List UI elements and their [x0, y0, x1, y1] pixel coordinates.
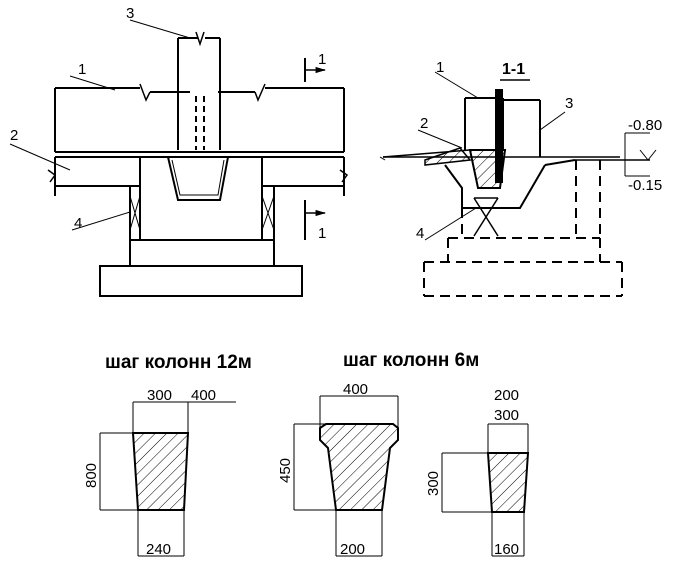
p12-top-extra: 400 — [191, 387, 216, 404]
p6b-height: 300 — [425, 471, 442, 496]
wall-panel — [55, 87, 344, 93]
section-title: 1-1 — [502, 61, 525, 78]
p6b-top-b: 300 — [494, 407, 519, 424]
p6a-bottom: 200 — [340, 541, 365, 558]
level-upper: -0.80 — [628, 117, 662, 134]
label-3: 3 — [126, 5, 134, 22]
p6b-top-a: 200 — [494, 387, 519, 404]
level-lower: -0.15 — [628, 177, 662, 194]
elevation-view — [9, 19, 349, 297]
p6b-bottom: 160 — [494, 541, 519, 558]
elevation-labels: 3 1 2 4 1 1 — [10, 5, 326, 242]
heading-6m: шаг колонн 6м — [343, 350, 479, 371]
p12-height: 800 — [83, 463, 100, 488]
p12-top: 300 — [147, 387, 172, 404]
cut-label-top: 1 — [318, 51, 326, 68]
label-4: 4 — [74, 215, 82, 232]
section-label-1: 1 — [436, 59, 444, 76]
section-label-4: 4 — [416, 225, 424, 242]
section-label-3: 3 — [565, 95, 573, 112]
profile-6m-a — [293, 395, 399, 557]
section-labels: 1-1 1 2 3 4 -0.80 -0.15 — [416, 59, 662, 242]
p6a-height: 450 — [277, 458, 294, 483]
label-2: 2 — [10, 127, 18, 144]
section-view — [379, 71, 657, 297]
heading-12m: шаг колонн 12м — [105, 352, 252, 373]
profile-6m-b — [441, 423, 530, 557]
cut-label-bottom: 1 — [318, 225, 326, 242]
profile-12m — [99, 401, 236, 557]
p6a-top: 400 — [343, 381, 368, 398]
p12-bottom: 240 — [146, 541, 171, 558]
section-label-2: 2 — [420, 115, 428, 132]
label-1: 1 — [78, 61, 86, 78]
